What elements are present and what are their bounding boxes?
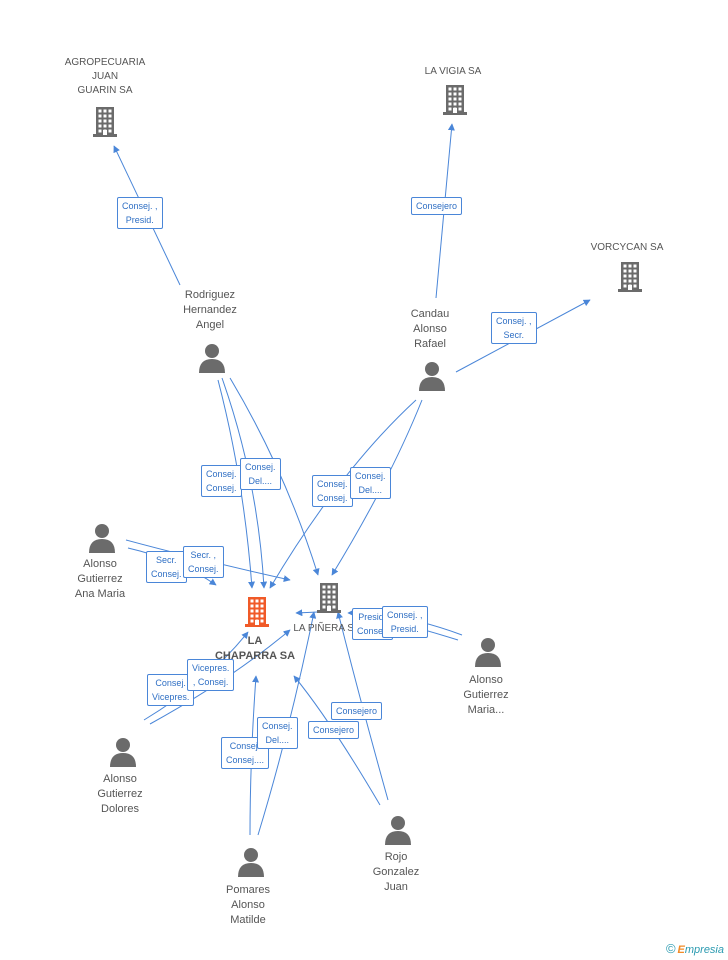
building-icon[interactable] [438,83,472,117]
node-label-alonso-ana[interactable]: Alonso Gutierrez Ana Maria [74,558,126,600]
node-label-candau[interactable]: Candau Alonso Rafael [410,308,450,350]
edge-label-candau-vigia[interactable]: Consejero [411,197,463,215]
edge-label-ana-a1[interactable]: Secr. Consej. [146,551,187,583]
person-icon[interactable] [106,735,140,769]
node-label-agropecuaria[interactable]: AGROPECUARIA JUAN GUARIN SA [64,57,146,96]
node-label-pomares[interactable]: Pomares Alonso Matilde [225,884,271,926]
node-label-rodriguez[interactable]: Rodriguez Hernandez Angel [183,289,237,331]
edge-label-rod-a2[interactable]: Consej. Del.... [240,458,281,490]
brand-initial: E [677,944,685,956]
node-label-la-vigia[interactable]: LA VIGIA SA [424,66,482,77]
edge-pinera-chaparra [295,609,319,617]
person-icon[interactable] [234,845,268,879]
person-icon[interactable] [195,341,229,375]
building-icon[interactable] [312,581,346,615]
edge-label-dol-a1[interactable]: Consej. Vicepres. [147,674,195,706]
edge-label-rod-a1[interactable]: Consej. Consej. [201,465,242,497]
node-label-rojo[interactable]: Rojo Gonzalez Juan [372,851,420,893]
node-label-alonso-maria[interactable]: Alonso Gutierrez Maria... [463,674,509,716]
edge-label-dol-a2[interactable]: Vicepres. , Consej. [187,659,235,691]
node-label-alonso-dolores[interactable]: Alonso Gutierrez Dolores [97,773,143,815]
brand-name: mpresia [684,944,724,956]
edge-label-rojo-a1[interactable]: Consejero [331,702,383,720]
edge-label-candau-a1[interactable]: Consej. Consej. [312,475,353,507]
node-label-vorcycan[interactable]: VORCYCAN SA [590,242,664,253]
building-icon[interactable] [88,105,122,139]
empresia-logo: ©Empresia [666,941,724,956]
edge-label-pom-a1[interactable]: Consej. Consej.... [221,737,270,769]
edge-label-rojo-a2[interactable]: Consejero [308,721,360,739]
edge-label-ana-a2[interactable]: Secr. , Consej. [183,546,224,578]
edge-label-candau-vorcy[interactable]: Consej. , Secr. [491,312,537,344]
copyright-icon: © [665,941,676,956]
person-icon[interactable] [415,359,449,393]
building-icon[interactable] [240,595,274,629]
person-icon[interactable] [85,521,119,555]
person-icon[interactable] [381,813,415,847]
edge-label-rod-agro[interactable]: Consej. , Presid. [117,197,163,229]
building-icon[interactable] [613,260,647,294]
edge-label-maria-a2[interactable]: Consej. , Presid. [382,606,428,638]
edge-label-pom-a2[interactable]: Consej. Del.... [257,717,298,749]
person-icon[interactable] [471,635,505,669]
edge-rojo-chaparra [293,675,381,806]
edge-label-candau-a2[interactable]: Consej. Del.... [350,467,391,499]
